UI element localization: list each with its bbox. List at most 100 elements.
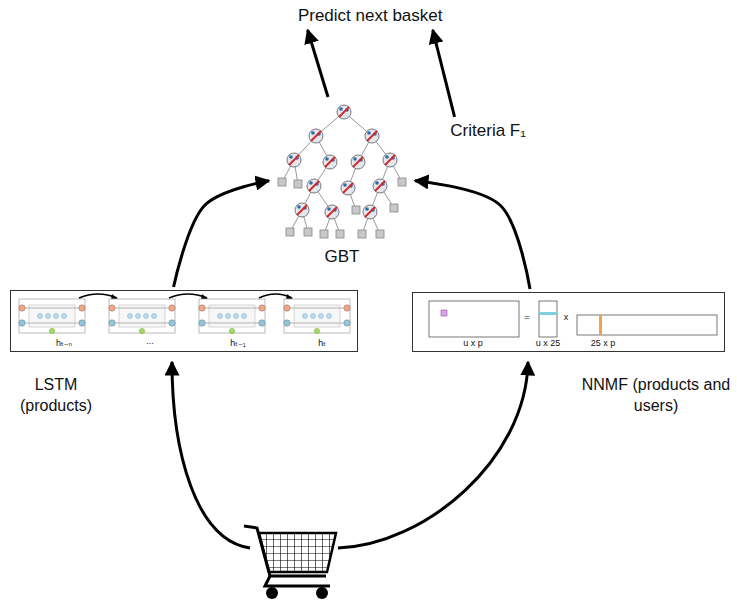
tree-illustration [272,100,412,240]
cart-basket [259,533,336,572]
lstm-wire [287,308,347,309]
lstm-gate [128,314,133,319]
lstm-wire [202,308,262,309]
tree-split [339,107,349,117]
label-slot: 25 x p [591,339,616,349]
lstm-input [139,328,144,333]
tree-split [289,155,299,165]
lstm-cell [284,299,350,333]
tree-dot [327,207,331,211]
lstm-gate [327,314,332,319]
model-name: NNMF (products and users) [576,375,736,417]
lstm-gate [319,314,324,319]
dimension-label: ... [146,337,154,347]
dimension-label: hₜ [318,339,326,349]
tree-node [307,179,321,193]
lstm-wire [112,323,172,324]
label-slot: = [524,313,529,323]
tree-node [337,105,351,119]
flow-arrow [415,181,530,289]
tree-dot [297,205,301,209]
recurrent-arrow [79,294,117,298]
flow-arrow [338,362,528,548]
tree-node [373,179,387,193]
lstm-gate [152,314,157,319]
lstm-port [79,320,85,326]
tree-dot [385,155,389,159]
lstm-gate [144,314,149,319]
lstm-gate [46,314,51,319]
tree-node [295,203,309,217]
label-slot: x [564,313,569,323]
lstm-cell [19,299,85,333]
tree-split [325,157,335,167]
matrix [577,315,717,335]
model-box: NNMF (products and users) [412,292,725,352]
dimension-label: hₜ₋₁ [230,339,245,349]
label-slot: ... [146,337,154,347]
cart-wheel [316,587,328,599]
tree-leaf [320,230,328,238]
lstm-port [79,305,85,311]
tree-split [367,131,377,141]
lstm-cell [109,299,175,333]
label-slot: NNMF (products and users) [576,375,736,417]
lstm-gate [136,314,141,319]
tree-split [375,181,385,191]
lstm-gate [226,314,231,319]
lstm-wire [22,323,82,324]
lstm-gate [242,314,247,319]
tree-node [309,129,323,143]
lstm-port [199,320,205,326]
tree-node [325,205,339,219]
tree-leaf [376,230,384,238]
lstm-port [109,305,115,311]
dimension-label: u x 25 [536,339,561,349]
text-node: Predict next basket [296,5,445,27]
lstm-port [19,305,25,311]
lstm-port [259,320,265,326]
node-text: Predict next basket [296,5,445,27]
tree-leaf [398,178,406,186]
tree-split [309,181,319,191]
matrix [429,301,519,337]
tree-split [297,205,307,215]
lstm-input [229,328,234,333]
tree-leaf [336,230,344,238]
lstm-input [49,328,54,333]
model-name: LSTM (products) [10,375,102,417]
tree-leaf [352,206,360,214]
model-illustration [413,293,724,351]
lstm-wire [287,323,347,324]
label-slot: hₜ₋ₙ [56,339,72,349]
lstm-port [344,320,350,326]
lstm-wire [112,308,172,309]
dimension-label: u x p [463,339,483,349]
cart-wheel [266,587,278,599]
tree-dot [367,131,371,135]
tree-dot [375,181,379,185]
tree-dot [311,131,315,135]
tree-node [383,153,397,167]
matrix-column [599,315,602,335]
node-label: GBT [272,240,412,268]
label-slot: LSTM (products) [10,375,102,417]
tree-node [365,129,379,143]
tree-leaf [294,180,302,188]
tree-dot [343,183,347,187]
lstm-gate [38,314,43,319]
tree-leaf [390,204,398,212]
tree-node [363,205,377,219]
tree-leaf [278,178,286,186]
lstm-input [314,328,319,333]
lstm-gate [234,314,239,319]
lstm-gate [303,314,308,319]
lstm-port [284,320,290,326]
tree-dot [339,107,343,111]
lstm-port [344,305,350,311]
tree-node [351,155,365,169]
lstm-port [199,305,205,311]
tree-split [311,131,321,141]
label-slot: hₜ [318,339,326,349]
tree-dot [325,157,329,161]
